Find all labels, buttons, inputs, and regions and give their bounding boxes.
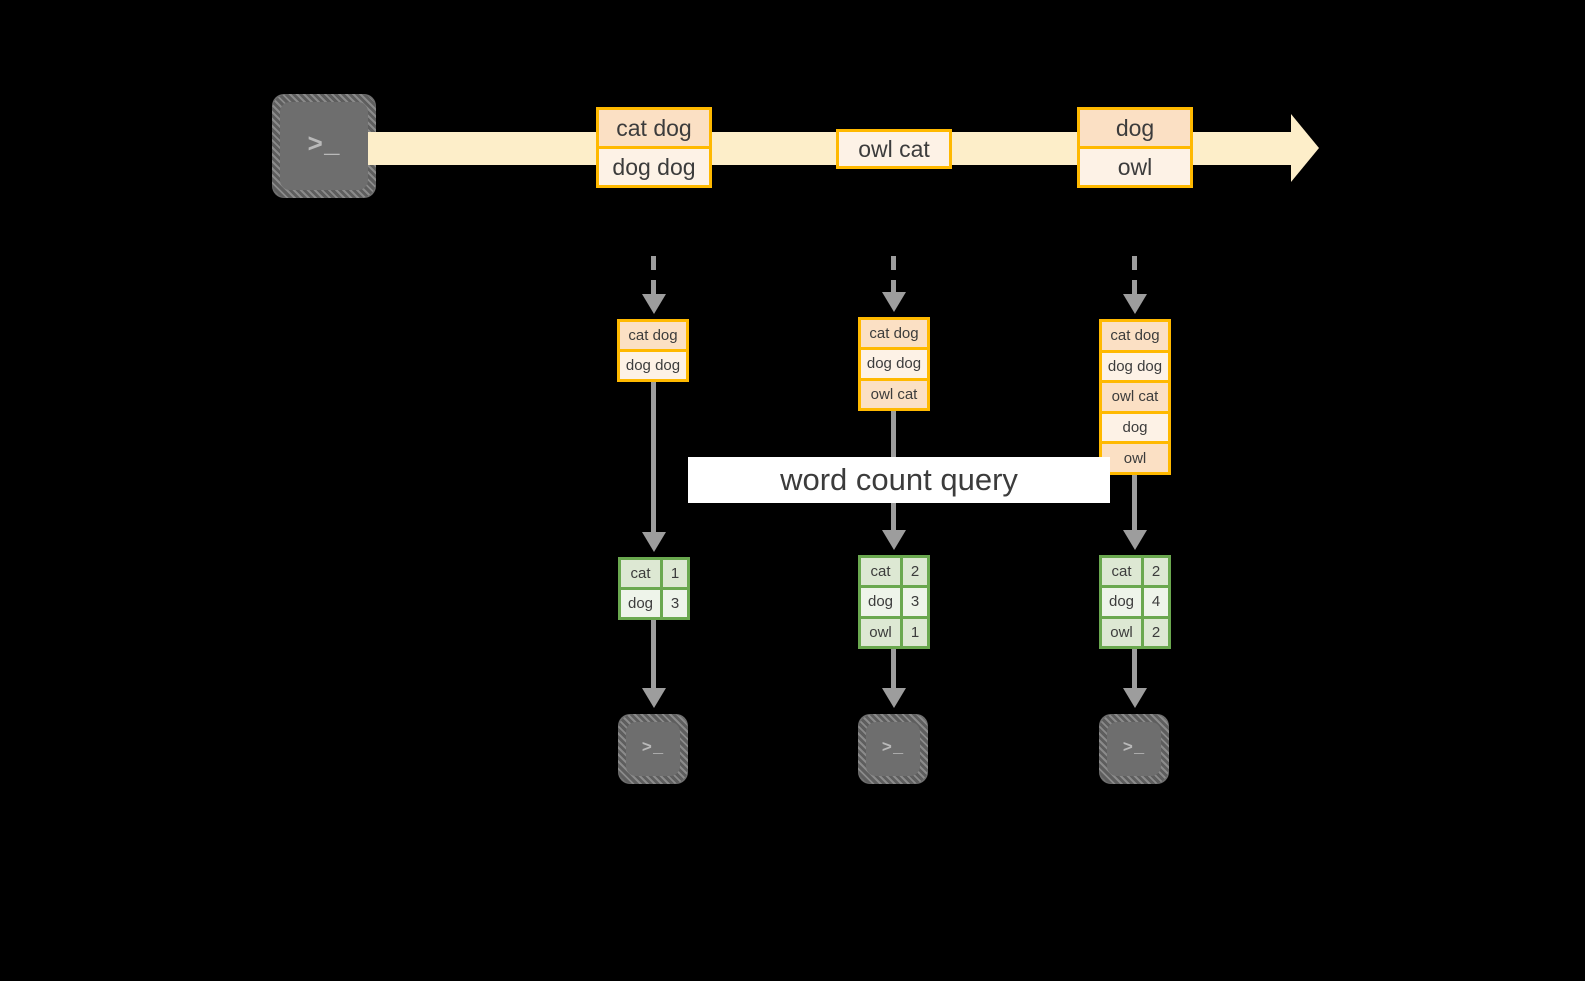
trigger-2-input-row-3: owl cat — [861, 377, 927, 408]
terminal-screen: >_ — [866, 722, 920, 776]
stream-batch-1-line-1: cat dog — [599, 110, 709, 146]
trigger-2-input-row-2: dog dog — [861, 347, 927, 378]
terminal-screen: >_ — [626, 722, 680, 776]
trigger-1-input-row-1: cat dog — [620, 322, 686, 349]
stream-batch-3-line-1: dog — [1080, 110, 1190, 146]
trigger-2-sink-connector — [891, 649, 896, 688]
trigger-3-sink-connector — [1132, 649, 1137, 688]
trigger-1-result-table: cat 1 dog 3 — [618, 557, 690, 620]
trigger-1-result-count-2: 3 — [660, 590, 687, 617]
trigger-2-result-count-3: 1 — [900, 618, 927, 646]
stream-batch-2: owl cat — [836, 129, 952, 169]
trigger-3-dashed-arrowhead — [1123, 294, 1147, 314]
table-row: cat 1 — [621, 560, 687, 587]
table-row: dog 4 — [1102, 585, 1168, 616]
trigger-2-result-table: cat 2 dog 3 owl 1 — [858, 555, 930, 649]
trigger-2-result-word-3: owl — [861, 618, 900, 646]
trigger-3-result-word-1: cat — [1102, 558, 1141, 586]
trigger-3-input-table: cat dog dog dog owl cat dog owl — [1099, 319, 1171, 475]
trigger-2-result-count-2: 3 — [900, 588, 927, 616]
terminal-prompt-glyph: >_ — [641, 738, 665, 758]
trigger-2-input-table: cat dog dog dog owl cat — [858, 317, 930, 411]
query-banner-label: word count query — [780, 462, 1018, 497]
event-stream-arrowhead — [1291, 114, 1319, 182]
trigger-1-query-connector — [651, 382, 656, 532]
trigger-3-sink-arrowhead — [1123, 688, 1147, 708]
trigger-2-result-word-1: cat — [861, 558, 900, 586]
table-row: dog 3 — [621, 587, 687, 617]
trigger-1-input-row-2: dog dog — [620, 349, 686, 379]
trigger-3-input-row-3: owl cat — [1102, 380, 1168, 411]
terminal-screen: >_ — [280, 102, 368, 190]
stream-batch-2-line-1: owl cat — [839, 132, 949, 166]
trigger-1-result-count-1: 1 — [660, 560, 687, 587]
trigger-3-input-row-1: cat dog — [1102, 322, 1168, 350]
trigger-3-result-word-3: owl — [1102, 618, 1141, 646]
table-row: owl 1 — [861, 615, 927, 646]
table-row: owl 2 — [1102, 615, 1168, 646]
trigger-3-input-row-4: dog — [1102, 410, 1168, 442]
trigger-2-result-count-1: 2 — [900, 558, 927, 586]
table-row: cat 2 — [1102, 558, 1168, 586]
trigger-2-query-arrowhead — [882, 530, 906, 550]
trigger-3-input-row-5: owl — [1102, 441, 1168, 472]
trigger-3-result-count-3: 2 — [1141, 618, 1168, 646]
trigger-2-sink-arrowhead — [882, 688, 906, 708]
trigger-1-dashed-connector — [651, 256, 656, 294]
trigger-1-sink-terminal-icon: >_ — [618, 714, 688, 784]
source-terminal-icon: >_ — [272, 94, 376, 198]
trigger-1-result-word-2: dog — [621, 590, 660, 617]
trigger-2-input-row-1: cat dog — [861, 320, 927, 348]
table-row: dog 3 — [861, 585, 927, 616]
trigger-3-sink-terminal-icon: >_ — [1099, 714, 1169, 784]
trigger-3-result-word-2: dog — [1102, 588, 1141, 616]
trigger-1-sink-connector — [651, 620, 656, 688]
stream-batch-3: dog owl — [1077, 107, 1193, 188]
trigger-1-input-table: cat dog dog dog — [617, 319, 689, 382]
trigger-3-query-arrowhead — [1123, 530, 1147, 550]
trigger-1-sink-arrowhead — [642, 688, 666, 708]
trigger-2-dashed-connector — [891, 256, 896, 292]
terminal-prompt-glyph: >_ — [881, 738, 905, 758]
query-banner: word count query — [688, 457, 1110, 503]
trigger-3-result-count-2: 4 — [1141, 588, 1168, 616]
trigger-1-dashed-arrowhead — [642, 294, 666, 314]
terminal-screen: >_ — [1107, 722, 1161, 776]
trigger-1-result-word-1: cat — [621, 560, 660, 587]
stream-batch-1-line-2: dog dog — [599, 146, 709, 185]
table-row: cat 2 — [861, 558, 927, 586]
trigger-3-query-connector — [1132, 475, 1137, 530]
stream-batch-3-line-2: owl — [1080, 146, 1190, 185]
stream-batch-1: cat dog dog dog — [596, 107, 712, 188]
trigger-3-result-count-1: 2 — [1141, 558, 1168, 586]
trigger-3-dashed-connector — [1132, 256, 1137, 294]
trigger-2-sink-terminal-icon: >_ — [858, 714, 928, 784]
trigger-1-query-arrowhead — [642, 532, 666, 552]
trigger-3-result-table: cat 2 dog 4 owl 2 — [1099, 555, 1171, 649]
trigger-2-dashed-arrowhead — [882, 292, 906, 312]
trigger-3-input-row-2: dog dog — [1102, 349, 1168, 381]
terminal-prompt-glyph: >_ — [307, 130, 341, 160]
terminal-prompt-glyph: >_ — [1122, 738, 1146, 758]
trigger-2-result-word-2: dog — [861, 588, 900, 616]
